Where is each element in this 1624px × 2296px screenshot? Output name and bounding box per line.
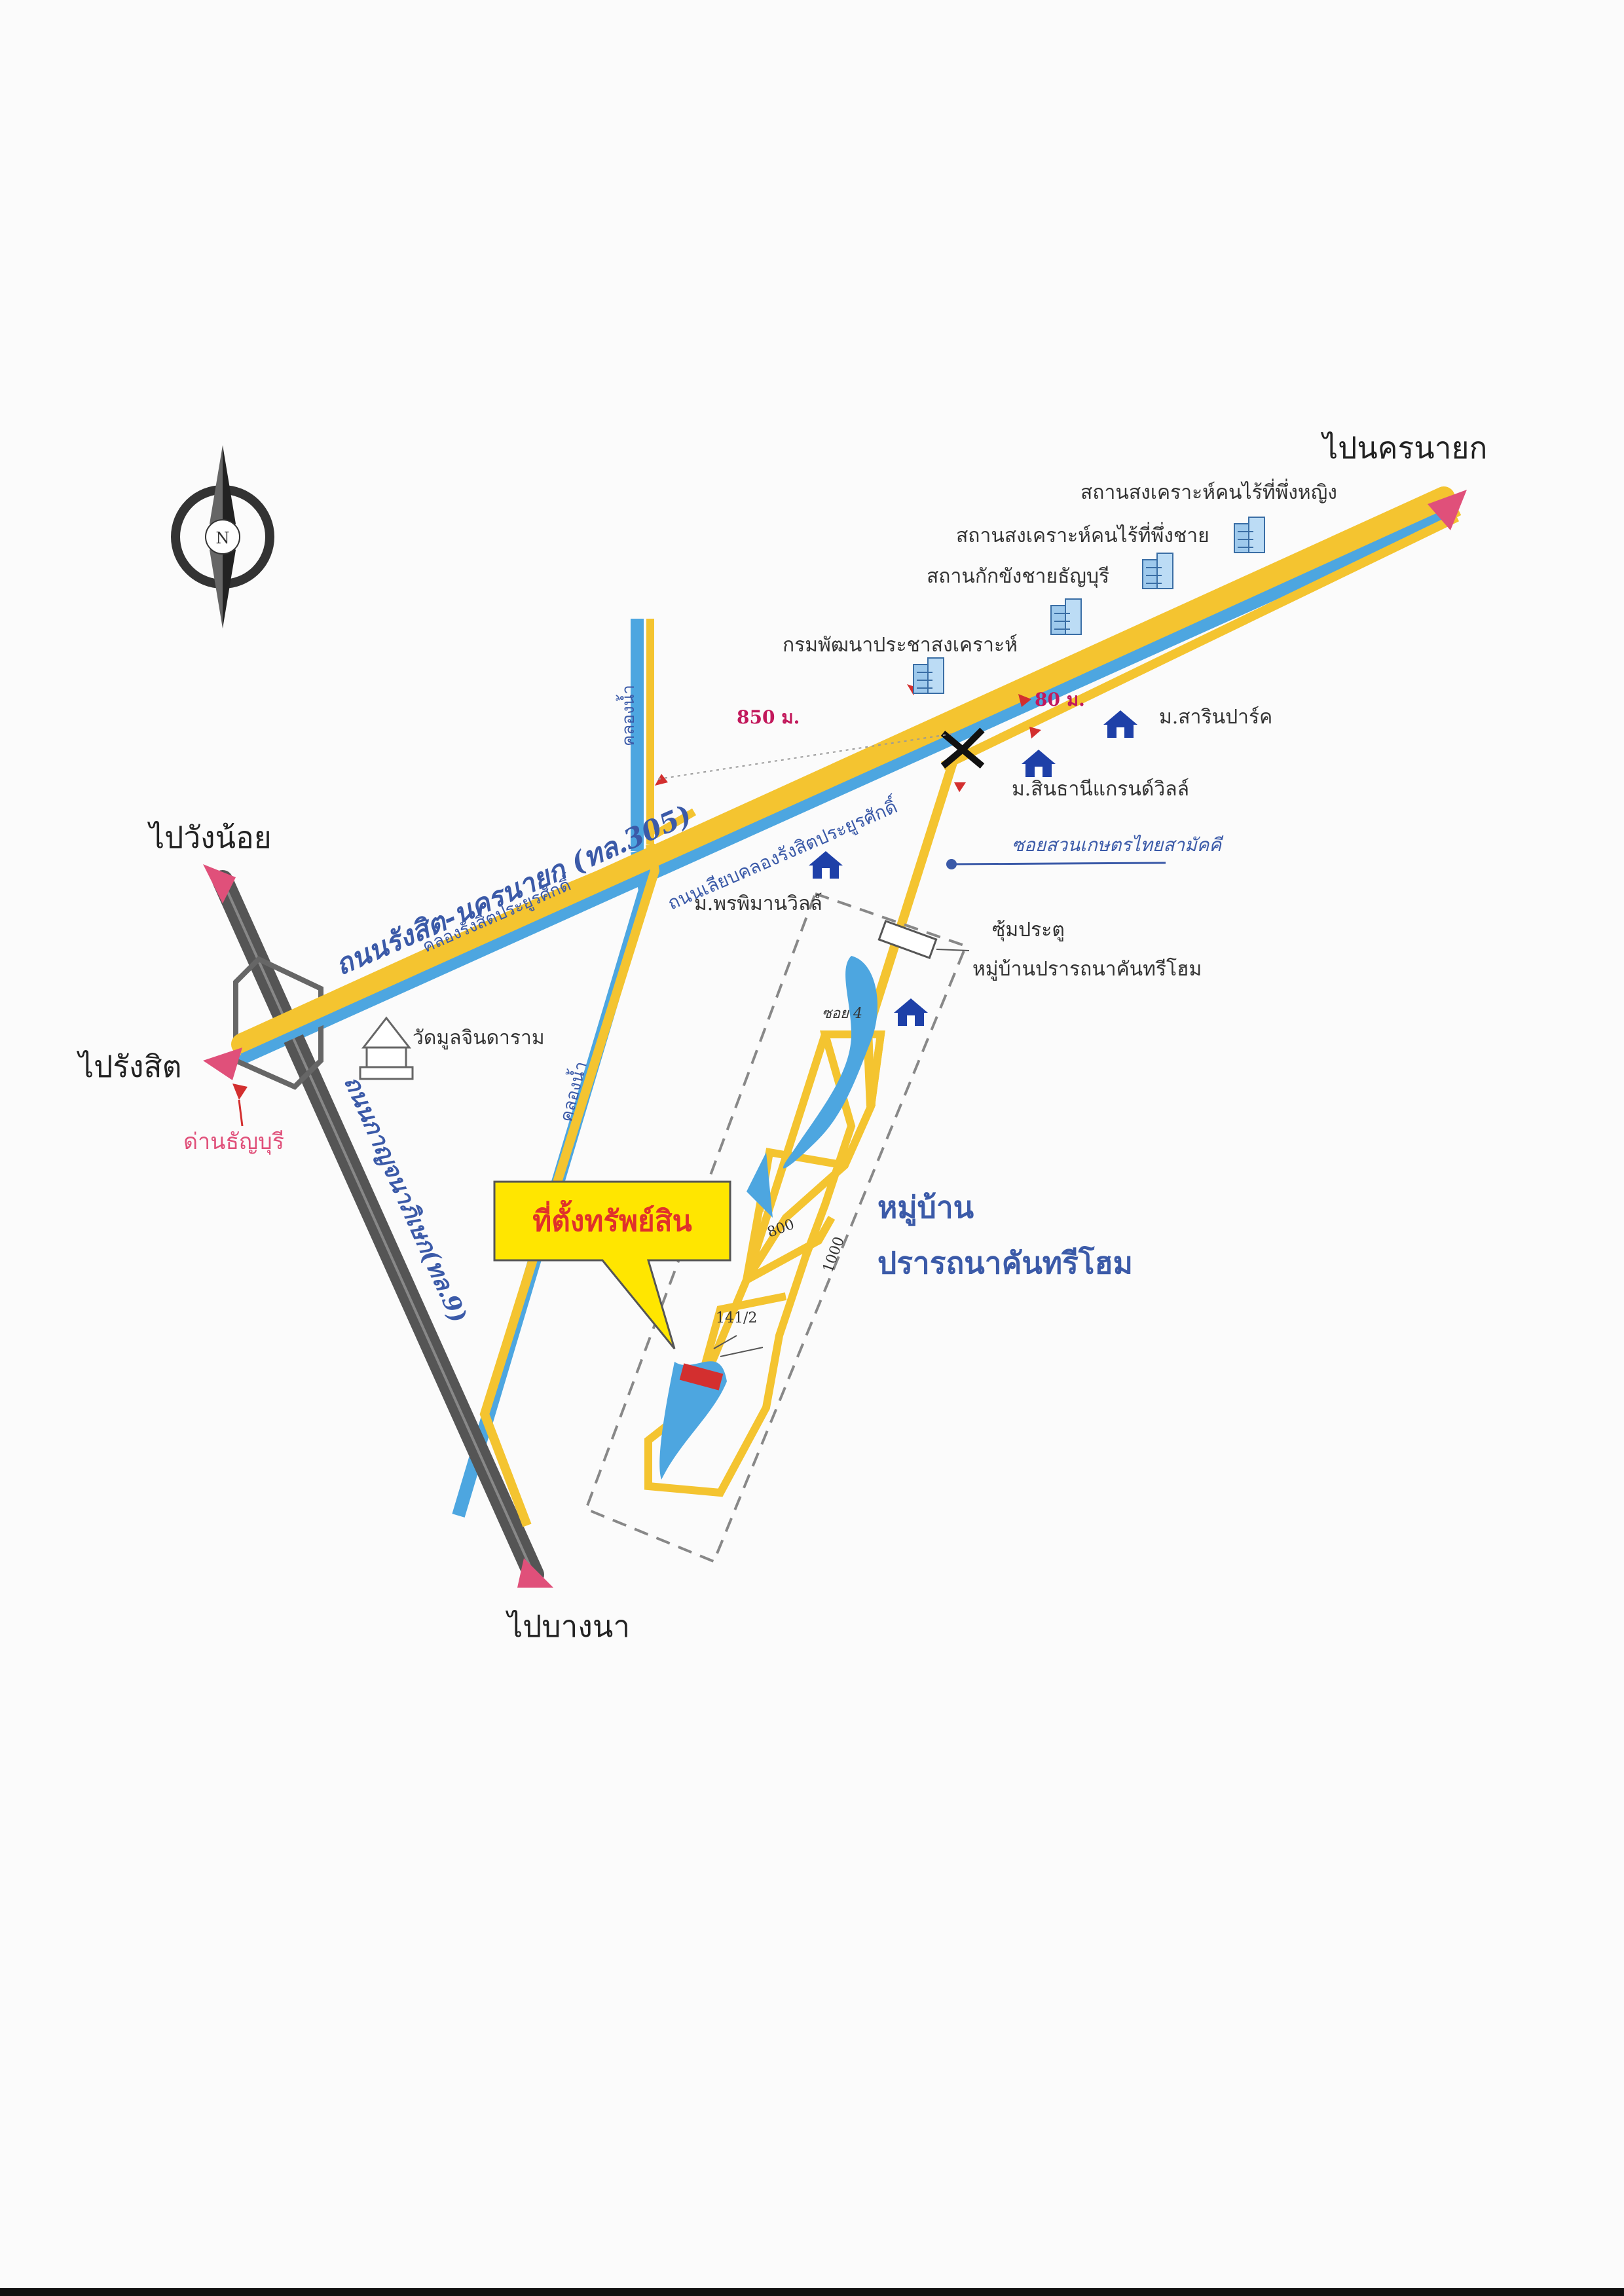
village-boundary — [584, 892, 968, 1563]
road-label-soi-suan-kaset: ซอยสวนเกษตรไทยสามัคคี — [1012, 834, 1224, 856]
canal-label-khlong-nam-north: คลองน้ำ — [616, 685, 638, 746]
label-pornpimarn-ville: ม.พรพิมานวิลล์ — [694, 892, 822, 915]
label-men-shelter: สถานสงเคราะห์คนไร้ที่พึ่งชาย — [956, 522, 1209, 547]
road-label-soi-4: ซอย 4 — [822, 1006, 862, 1022]
building-icon-women-shelter — [1234, 517, 1265, 553]
compass-icon: N — [171, 445, 274, 629]
distance-850: 850 ม. — [737, 706, 800, 728]
house-icon-sinthani — [1022, 750, 1056, 777]
compass-letter: N — [216, 529, 230, 547]
distance-1000: 1000 — [820, 1235, 848, 1275]
temple-icon — [359, 1016, 414, 1080]
label-gate-line1: ซุ้มประตู — [992, 919, 1065, 942]
label-sarin-park: ม.สารินปาร์ค — [1159, 706, 1272, 729]
distance-80: 80 ม. — [1035, 689, 1085, 710]
label-wat-mun: วัดมูลจินดาราม — [413, 1027, 545, 1049]
direction-wang-noi: ไปวังน้อย — [147, 820, 272, 855]
scan-edge — [0, 2288, 1624, 2296]
label-social-dev-dept: กรมพัฒนาประชาสงเคราะห์ — [783, 634, 1018, 657]
label-gate-line2: หมู่บ้านปรารถนาคันทรีโฮม — [972, 957, 1202, 981]
building-icon-men-shelter — [1142, 553, 1173, 589]
house-icon-sarin-park — [1103, 710, 1137, 738]
building-icon-social-dev — [913, 657, 944, 694]
label-women-shelter: สถานสงเคราะห์คนไร้ที่พึ่งหญิง — [1080, 479, 1337, 504]
direction-bang-na: ไปบางนา — [505, 1609, 630, 1644]
label-toll: ด่านธัญบุรี — [183, 1129, 284, 1155]
label-lot-number: 141/2 — [716, 1310, 757, 1326]
direction-nakhon-nayok: ไปนครนายก — [1320, 430, 1487, 465]
label-village-line2: ปรารถนาคันทรีโฮม — [877, 1245, 1133, 1281]
building-icon-detention — [1050, 598, 1082, 635]
village-ponds — [659, 956, 877, 1480]
property-callout: ที่ตั้งทรัพย์สิน — [493, 1180, 731, 1349]
label-thanyaburi-detention: สถานกักขังชายธัญบุรี — [927, 565, 1109, 589]
road-khlong-nam-side — [479, 619, 660, 1527]
direction-arrows — [203, 490, 1467, 1588]
direction-rangsit: ไปรังสิต — [76, 1049, 181, 1084]
distance-markers — [232, 684, 1166, 1127]
label-sinthani-grand-ville: ม.สินธานีแกรนด์วิลล์ — [1012, 778, 1189, 801]
property-label: ที่ตั้งทรัพย์สิน — [532, 1199, 692, 1238]
expressway-kanchanaphisek — [212, 870, 544, 1585]
canal-khlong-nam-vertical — [452, 619, 652, 1518]
property-marker — [679, 1335, 764, 1391]
distance-800: 800 — [766, 1216, 797, 1241]
interchange-icon — [940, 727, 985, 769]
house-icon-pornpimarn — [809, 851, 843, 879]
village-gate — [877, 919, 970, 960]
label-village-line1: หมู่บ้าน — [877, 1190, 974, 1226]
road-rangsit-nakhon-nayok — [231, 486, 1455, 1061]
house-icon-village — [894, 998, 928, 1026]
